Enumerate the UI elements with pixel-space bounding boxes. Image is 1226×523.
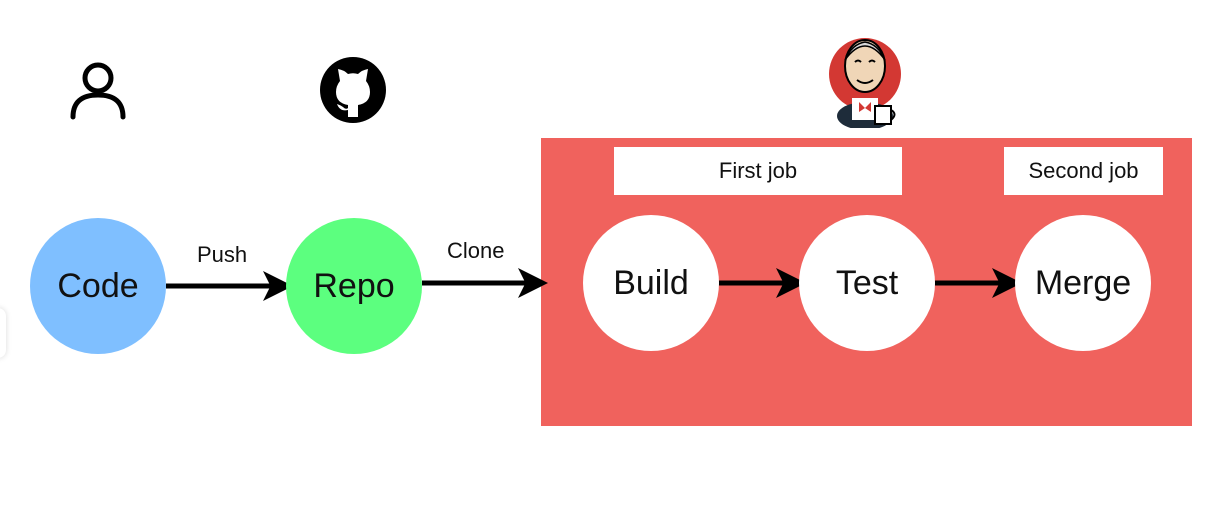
first-job-label: First job [614, 147, 902, 195]
second-job-label: Second job [1004, 147, 1163, 195]
build-node: Build [583, 215, 719, 351]
jenkins-icon [829, 38, 901, 128]
side-panel-tab[interactable] [0, 308, 6, 358]
repo-node: Repo [286, 218, 422, 354]
test-node: Test [799, 215, 935, 351]
push-label: Push [197, 242, 248, 267]
user-icon [70, 62, 126, 120]
merge-node: Merge [1015, 215, 1151, 351]
clone-label: Clone [447, 238, 505, 263]
github-icon [320, 57, 386, 123]
code-node: Code [30, 218, 166, 354]
